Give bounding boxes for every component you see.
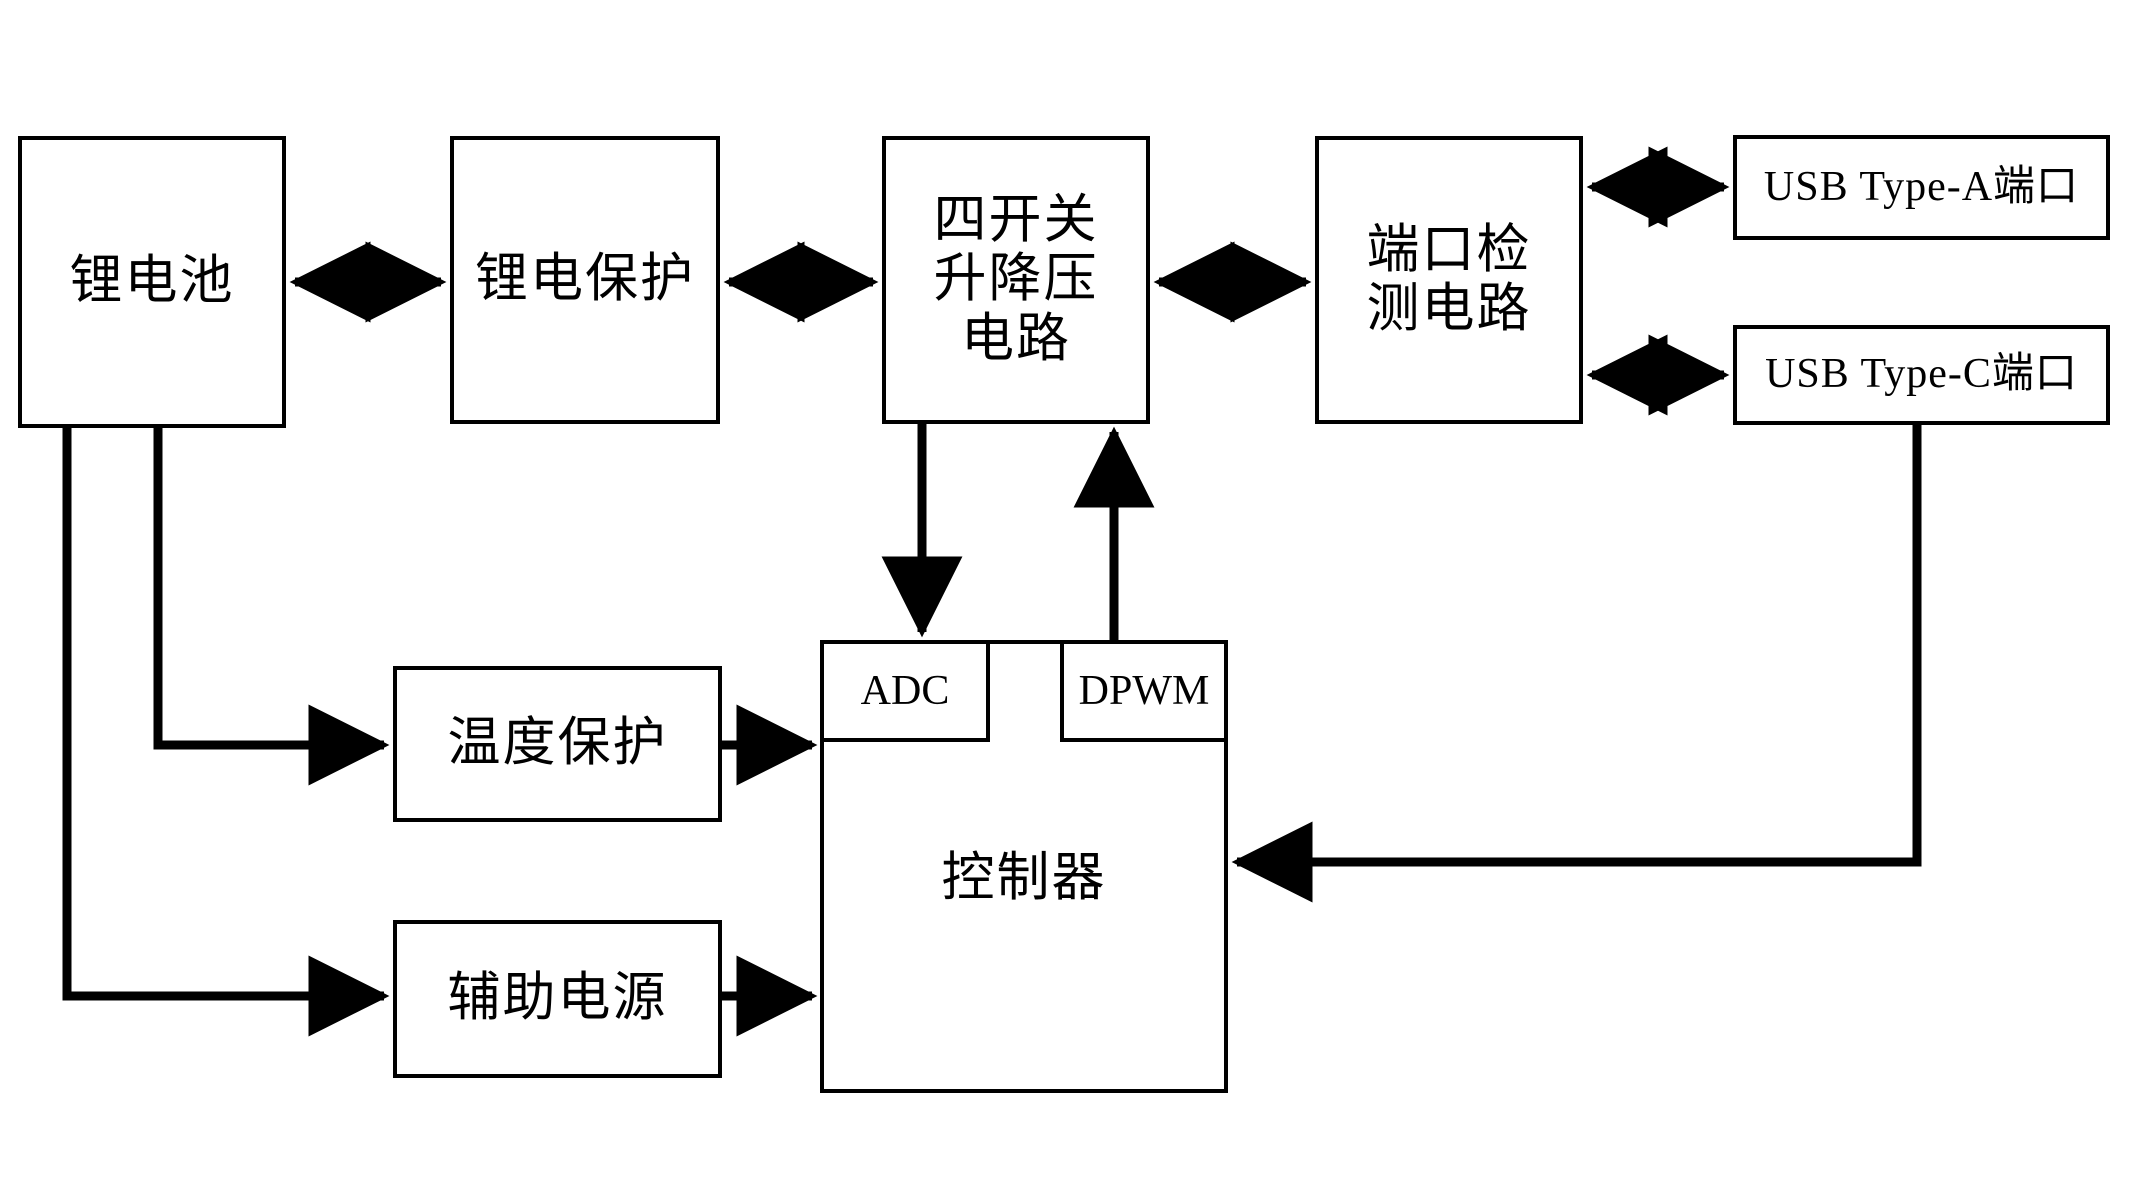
subblock-dpwm[interactable]: DPWM	[1060, 640, 1228, 742]
wire-usbc-controller	[1231, 425, 1922, 903]
block-usb-type-a-port[interactable]: USB Type-A端口	[1733, 135, 2110, 240]
wire-battery-temp	[153, 428, 390, 786]
block-port-detection-circuit[interactable]: 端口检 测电路	[1315, 136, 1583, 424]
block-controller-label: 控制器	[941, 849, 1107, 907]
subblock-adc[interactable]: ADC	[820, 640, 990, 742]
block-usb-type-a-port-label: USB Type-A端口	[1763, 163, 2080, 210]
block-usb-type-c-port-label: USB Type-C端口	[1765, 351, 2078, 398]
block-usb-type-c-port[interactable]: USB Type-C端口	[1733, 325, 2110, 425]
block-auxiliary-power-supply[interactable]: 辅助电源	[393, 920, 722, 1078]
wire-battery-aux	[62, 428, 390, 1037]
block-battery[interactable]: 锂电池	[18, 136, 286, 428]
block-four-switch-buck-boost[interactable]: 四开关 升降压 电路	[882, 136, 1150, 424]
block-port-detection-circuit-label: 端口检 测电路	[1366, 220, 1532, 338]
subblock-adc-label: ADC	[860, 668, 950, 714]
block-four-switch-buck-boost-label: 四开关 升降压 电路	[933, 190, 1099, 368]
block-temperature-protection-label: 温度保护	[447, 714, 668, 773]
block-battery-protection-label: 锂电保护	[475, 250, 695, 309]
subblock-dpwm-label: DPWM	[1078, 668, 1210, 714]
block-temperature-protection[interactable]: 温度保护	[393, 666, 722, 822]
block-battery-label: 锂电池	[69, 252, 235, 311]
block-battery-protection[interactable]: 锂电保护	[450, 136, 720, 424]
block-auxiliary-power-supply-label: 辅助电源	[447, 969, 668, 1028]
